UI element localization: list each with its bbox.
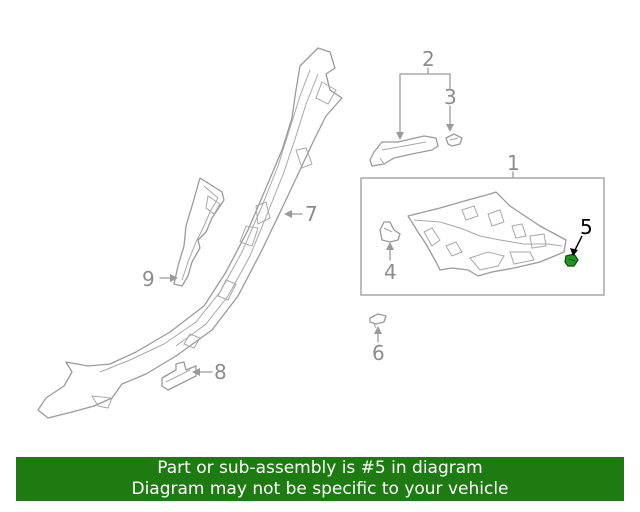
callout-7: 7 bbox=[305, 202, 318, 226]
bracket-part-8 bbox=[161, 361, 197, 391]
upper-trim-part-9 bbox=[173, 177, 225, 287]
callout-2: 2 bbox=[422, 47, 435, 71]
leader-lines bbox=[159, 67, 583, 376]
banner-line-2: Diagram may not be specific to your vehi… bbox=[131, 479, 509, 499]
callout-5: 5 bbox=[580, 215, 593, 239]
info-banner: Part or sub-assembly is #5 in diagram Di… bbox=[16, 457, 624, 501]
callout-3: 3 bbox=[444, 85, 457, 109]
clip-part-6 bbox=[369, 313, 387, 329]
bracket-part-2 bbox=[369, 135, 439, 167]
banner-line-1: Part or sub-assembly is #5 in diagram bbox=[157, 458, 483, 478]
panel-part-1 bbox=[407, 191, 567, 277]
callout-8: 8 bbox=[214, 360, 227, 384]
pillar-trim-part-7 bbox=[37, 47, 343, 419]
callout-4: 4 bbox=[384, 260, 397, 284]
clip-part-5 bbox=[564, 253, 579, 267]
assembly-box bbox=[360, 177, 605, 296]
callout-6: 6 bbox=[372, 341, 385, 365]
clip-part-3 bbox=[445, 133, 463, 147]
callout-1: 1 bbox=[507, 151, 520, 175]
callout-9: 9 bbox=[142, 267, 155, 291]
bracket-part-4 bbox=[379, 221, 401, 243]
